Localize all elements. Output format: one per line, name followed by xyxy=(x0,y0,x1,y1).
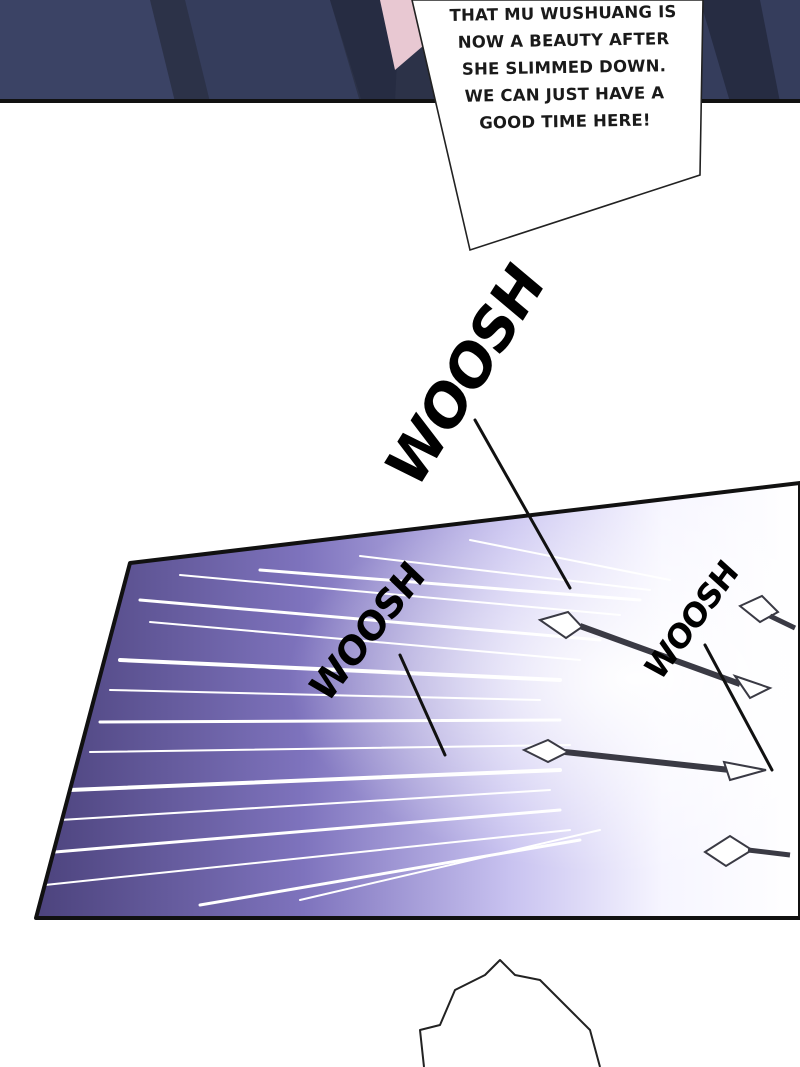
arrow-icon xyxy=(703,834,791,868)
speech-bubble-text: THAT MU WUSHUANG IS NOW A BEAUTY AFTER S… xyxy=(437,0,691,137)
burst-panel xyxy=(34,481,800,920)
arrow-icon xyxy=(738,594,797,631)
character-hair-outline xyxy=(419,959,601,1067)
arrow-icon xyxy=(521,738,767,782)
speech-line: GOOD TIME HERE! xyxy=(479,110,651,133)
speech-line: WE CAN JUST HAVE A xyxy=(464,83,665,106)
speech-bubble xyxy=(411,0,704,252)
arrow-icon xyxy=(537,610,773,700)
sfx-pointer-lines xyxy=(398,418,774,772)
